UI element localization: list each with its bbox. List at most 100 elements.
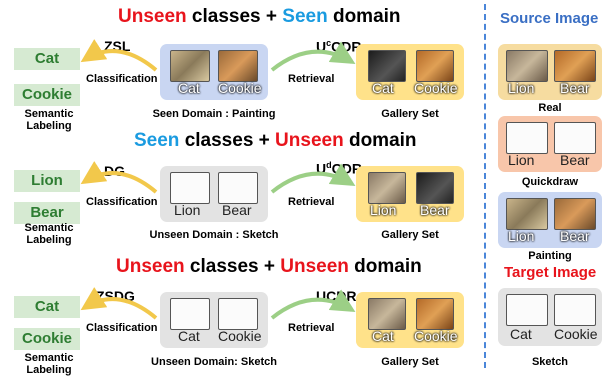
row1-domain-caption-cat: Cat	[178, 80, 200, 96]
row3-domain-thumb-cookie	[218, 298, 258, 330]
row1-gallery-panel: Cat Cookie	[356, 44, 464, 100]
source-image-title: Source Image	[500, 10, 599, 27]
side-painting-caption-bear: Bear	[560, 228, 590, 244]
row3-domain-caption-cat: Cat	[178, 328, 200, 344]
side-label-painting: Painting	[528, 250, 572, 262]
row3-gallery-thumb-cookie	[416, 298, 454, 330]
row2-right-arrow-label: Retrieval	[288, 196, 335, 208]
row3-right-task-main: UCDR	[316, 288, 357, 304]
side-sketch-thumb-cookie	[554, 294, 596, 326]
row2-left-task: DG	[104, 163, 125, 179]
side-panel-quickdraw: Lion Bear	[498, 116, 602, 172]
row3-domain-thumb-cat	[170, 298, 210, 330]
side-quickdraw-thumb-lion	[506, 122, 548, 154]
row1-domain-thumb-cat	[170, 50, 210, 82]
row1-title: Unseen classes + Seen domain	[118, 6, 401, 28]
side-panel-painting: Lion Bear	[498, 192, 602, 248]
target-image-title: Target Image	[504, 264, 597, 281]
row3-gallery-caption-cookie: Cookie	[414, 328, 458, 344]
row2-gallery-caption-bear: Bear	[420, 202, 450, 218]
row1-chip-cookie: Cookie	[14, 84, 80, 106]
row2-title: Seen classes + Unseen domain	[134, 130, 417, 152]
row2-domain-label: Unseen Domain : Sketch	[149, 229, 279, 241]
row1-gallery-thumb-cookie	[416, 50, 454, 82]
side-label-sketch: Sketch	[531, 356, 569, 368]
row1-domain-thumb-cookie	[218, 50, 258, 82]
side-painting-caption-lion: Lion	[508, 228, 535, 244]
row2-domain-thumb-lion	[170, 172, 210, 204]
row1-domain-caption-cookie: Cookie	[218, 80, 262, 96]
row1-domain-label: Seen Domain : Painting	[152, 108, 276, 120]
row2-semantic-labeling: Semantic Labeling	[24, 222, 74, 246]
row3-gallery-label: Gallery Set	[381, 356, 439, 368]
row3-left-arrow-label: Classification	[86, 322, 158, 334]
row1-gallery-caption-cat: Cat	[372, 80, 394, 96]
side-quickdraw-thumb-bear	[554, 122, 596, 154]
row2-gallery-caption-lion: Lion	[370, 202, 397, 218]
side-label-quickdraw: Quickdraw	[521, 176, 579, 188]
row2-right-task-main: U	[316, 160, 327, 177]
row3-left-task: ZSDG	[96, 288, 135, 304]
row3-right-arrow-label: Retrieval	[288, 322, 335, 334]
row3-title: Unseen classes + Unseen domain	[116, 256, 422, 278]
row2-title-part2: classes +	[179, 130, 276, 151]
row1-semantic-labeling: Semantic Labeling	[24, 108, 74, 132]
row2-domain-caption-lion: Lion	[174, 202, 201, 218]
row3-chip-cat: Cat	[14, 296, 80, 318]
row3-title-part4: domain	[348, 256, 422, 277]
row3-domain-label: Unseen Domain: Sketch	[151, 356, 277, 368]
row1-right-task-sup: c	[326, 38, 332, 48]
row3-domain-panel: Cat Cookie	[160, 292, 268, 348]
row3-semantic-labeling: Semantic Labeling	[24, 352, 74, 376]
row2-domain-thumb-bear	[218, 172, 258, 204]
side-quickdraw-caption-lion: Lion	[508, 152, 535, 168]
row3-gallery-caption-cat: Cat	[372, 328, 394, 344]
row1-gallery-label: Gallery Set	[381, 108, 439, 120]
row1-title-part2: classes +	[186, 6, 283, 27]
side-painting-thumb-lion	[506, 198, 548, 230]
row2-domain-caption-bear: Bear	[222, 202, 252, 218]
side-quickdraw-caption-bear: Bear	[560, 152, 590, 168]
side-real-caption-bear: Bear	[560, 80, 590, 96]
side-real-thumb-lion	[506, 50, 548, 82]
row1-left-task: ZSL	[104, 38, 131, 54]
row1-chip-cat: Cat	[14, 48, 80, 70]
row3-title-part2: classes +	[184, 256, 281, 277]
row2-gallery-thumb-lion	[368, 172, 406, 204]
row2-chip-bear: Bear	[14, 202, 80, 224]
row1-gallery-thumb-cat	[368, 50, 406, 82]
row2-gallery-panel: Lion Bear	[356, 166, 464, 222]
row1-gallery-caption-cookie: Cookie	[414, 80, 458, 96]
row1-right-task: UcCDR	[316, 38, 361, 55]
row1-title-part4: domain	[327, 6, 401, 27]
side-panel-sketch: Cat Cookie	[498, 288, 602, 346]
row1-title-part3: Seen	[282, 6, 328, 27]
row2-gallery-label: Gallery Set	[381, 229, 439, 241]
row3-chip-cookie: Cookie	[14, 328, 80, 350]
row1-domain-panel: Cat Cookie	[160, 44, 268, 100]
side-panel-real: Lion Bear	[498, 44, 602, 100]
side-sketch-caption-cookie: Cookie	[554, 326, 598, 342]
row1-left-arrow-label: Classification	[86, 73, 158, 85]
row2-left-arrow-label: Classification	[86, 196, 158, 208]
row2-title-part3: Unseen	[275, 130, 344, 151]
side-real-thumb-bear	[554, 50, 596, 82]
row3-gallery-panel: Cat Cookie	[356, 292, 464, 348]
row3-title-part3: Unseen	[280, 256, 349, 277]
row1-right-task-main: U	[316, 38, 327, 55]
row2-domain-panel: Lion Bear	[160, 166, 268, 222]
row1-right-arrow-label: Retrieval	[288, 73, 335, 85]
row3-gallery-thumb-cat	[368, 298, 406, 330]
side-painting-thumb-bear	[554, 198, 596, 230]
row2-title-part4: domain	[343, 130, 417, 151]
side-sketch-caption-cat: Cat	[510, 326, 532, 342]
row3-domain-caption-cookie: Cookie	[218, 328, 262, 344]
row2-gallery-thumb-bear	[416, 172, 454, 204]
row2-chip-lion: Lion	[14, 170, 80, 192]
side-label-real: Real	[538, 102, 562, 114]
section-divider	[484, 4, 486, 368]
row3-right-task: UCDR	[316, 288, 356, 304]
row1-title-part1: Unseen	[118, 6, 187, 27]
row2-title-part1: Seen	[134, 130, 180, 151]
side-real-caption-lion: Lion	[508, 80, 535, 96]
